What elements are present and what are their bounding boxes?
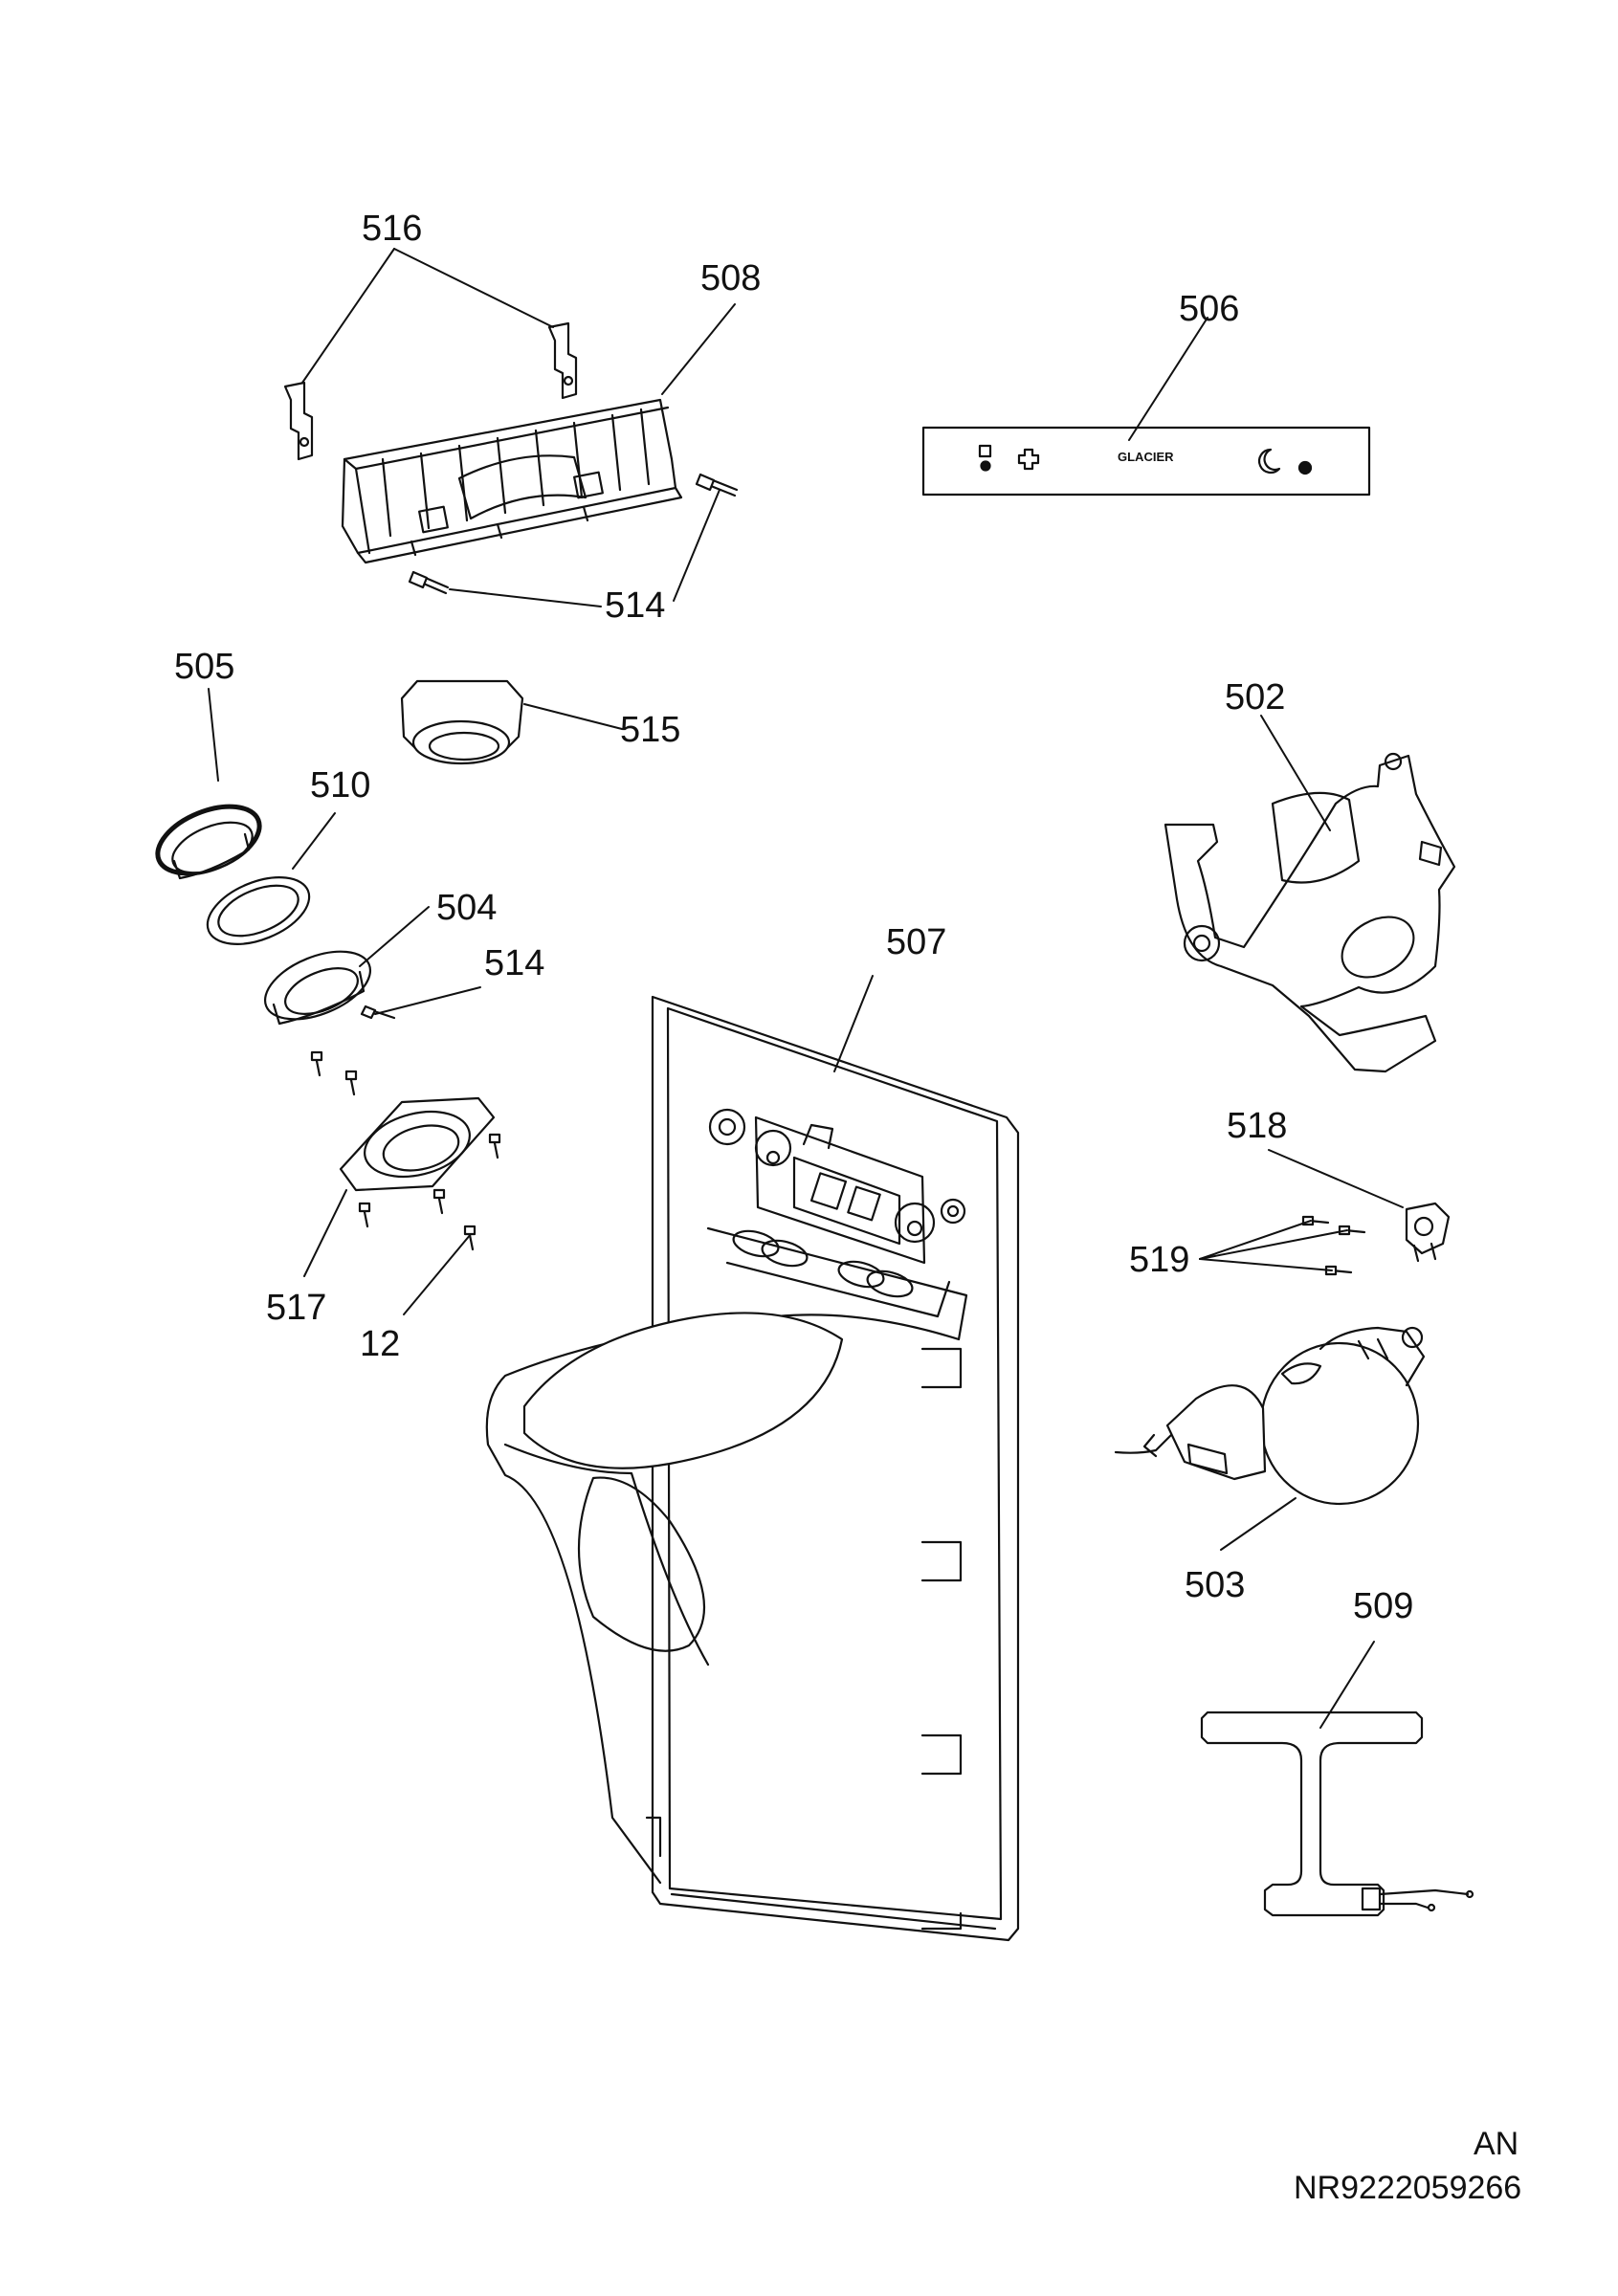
part-label-514-top: 514: [605, 585, 666, 626]
chute-502: [1164, 752, 1456, 1073]
document-number: NR9222059266: [1294, 2170, 1522, 2206]
button-cap-515: [400, 679, 524, 765]
part-label-514-mid: 514: [484, 943, 545, 983]
part-label-505: 505: [174, 647, 235, 687]
part-label-510: 510: [310, 765, 371, 806]
support-509: [1200, 1711, 1474, 1917]
part-label-516: 516: [362, 209, 423, 249]
dispenser-housing-508: [341, 398, 683, 564]
part-label-502: 502: [1225, 677, 1286, 718]
part-label-506: 506: [1179, 289, 1240, 329]
screws-small: [310, 1004, 501, 1251]
clip-part-516-right: [547, 321, 578, 400]
part-label-518: 518: [1227, 1106, 1288, 1146]
mounting-plate-517: [339, 1096, 496, 1192]
ring-505: [155, 804, 262, 880]
part-label-508: 508: [700, 258, 762, 298]
part-label-519: 519: [1129, 1240, 1190, 1280]
control-panel-brand-label: GLACIER: [1118, 450, 1174, 464]
part-label-517: 517: [266, 1288, 327, 1328]
leader-lines: [208, 248, 1404, 1729]
part-label-12: 12: [360, 1324, 401, 1364]
part-label-507: 507: [886, 922, 947, 962]
screw-514-bottom: [408, 570, 450, 595]
flap-assembly-503: [1114, 1326, 1426, 1506]
clip-part-516-left: [283, 381, 314, 461]
control-panel-506: [921, 426, 1371, 497]
screws-519: [1301, 1215, 1366, 1276]
flange-504: [263, 950, 372, 1026]
region-code: AN: [1474, 2126, 1519, 2162]
switch-518: [1405, 1202, 1451, 1263]
door-panel-507: [485, 995, 1020, 1942]
part-label-503: 503: [1185, 1565, 1246, 1605]
part-label-509: 509: [1353, 1586, 1414, 1626]
screw-514-top: [695, 473, 739, 497]
part-label-515: 515: [620, 710, 681, 750]
part-label-504: 504: [436, 888, 498, 928]
gasket-510: [206, 876, 311, 945]
